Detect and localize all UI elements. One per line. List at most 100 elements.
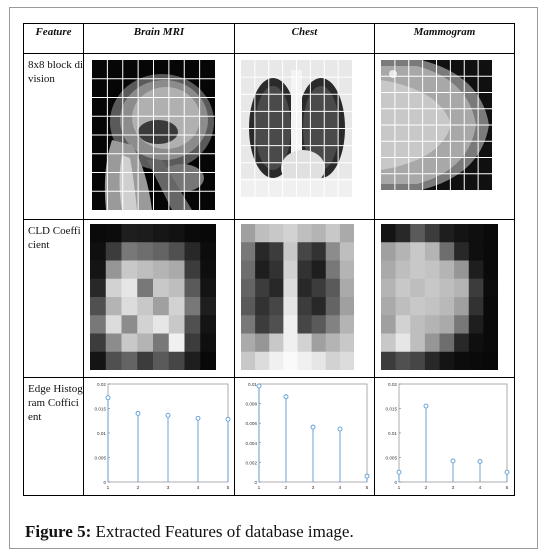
cld-block (297, 224, 313, 243)
cld-block (121, 224, 138, 243)
cld-block (325, 224, 341, 243)
y-tick-label: 0.005 (95, 456, 107, 461)
cld-block (439, 351, 455, 370)
cld-block (269, 278, 284, 298)
x-tick-label: 1 (258, 485, 261, 491)
y-tick-label: 0.004 (246, 441, 258, 446)
cld-block (468, 315, 484, 334)
cld-block (255, 278, 270, 298)
cld-block (241, 260, 256, 280)
cld-block (121, 297, 138, 316)
cld-block (90, 224, 107, 243)
cld-block (184, 224, 201, 243)
cld-block (184, 242, 201, 261)
cld-block (311, 351, 327, 370)
cld-block (381, 297, 397, 316)
cld-block (424, 297, 440, 316)
cld-block (297, 278, 313, 298)
x-tick-label: 3 (312, 485, 315, 491)
cld-block (283, 333, 298, 353)
cld-block (454, 260, 470, 280)
x-tick-label: 4 (339, 485, 342, 491)
cld-block (395, 278, 411, 298)
stem-marker (105, 395, 111, 401)
cld-block (424, 315, 440, 334)
x-tick-label: 3 (167, 485, 170, 491)
cld-block (439, 315, 455, 334)
cld-block (241, 315, 256, 334)
cld-block (424, 278, 440, 298)
caption-prefix: Figure 5: (25, 522, 92, 541)
cld-block (339, 297, 354, 316)
cld-block (153, 315, 170, 334)
cld-block (454, 333, 470, 353)
cld-block (454, 278, 470, 298)
stem-marker (225, 416, 231, 422)
cld-block (483, 315, 498, 334)
cld-block (168, 351, 185, 370)
row-label-block-division: 8x8 block division (23, 53, 84, 220)
cld-block (424, 224, 440, 243)
cld-block (410, 242, 426, 261)
cld-block (395, 242, 411, 261)
cld-block (121, 333, 138, 353)
cld-block (105, 351, 122, 370)
cld-block (454, 351, 470, 370)
cld-block (137, 260, 154, 280)
stem-marker (450, 458, 456, 464)
cld-block (297, 351, 313, 370)
cld-block (381, 278, 397, 298)
cld-block (483, 260, 498, 280)
x-tick-label: 2 (137, 485, 140, 491)
cld-block (339, 260, 354, 280)
cld-block (410, 297, 426, 316)
cld-block (468, 297, 484, 316)
cld-block (200, 242, 216, 261)
cld-block (137, 333, 154, 353)
caption-text: Extracted Features of database image. (91, 522, 354, 541)
cld-block (241, 278, 256, 298)
cld-block (468, 333, 484, 353)
cld-block (297, 242, 313, 261)
cld-block (269, 224, 284, 243)
cld-block (395, 315, 411, 334)
y-tick-label: 0 (254, 480, 257, 485)
cld-block (200, 297, 216, 316)
cld-block (105, 297, 122, 316)
cld-block (381, 260, 397, 280)
cld-block (200, 315, 216, 334)
mammogram-grid-overlay (381, 60, 492, 190)
figure-caption: Figure 5: Extracted Features of database… (25, 522, 354, 542)
cld-block (255, 224, 270, 243)
stem-marker (283, 394, 289, 400)
cld-block (168, 224, 185, 243)
y-tick-label: 0.01 (388, 431, 397, 436)
y-tick-label: 0.005 (386, 456, 398, 461)
cld-block (90, 278, 107, 298)
cell-chest-blocks (234, 53, 375, 220)
cld-block (297, 333, 313, 353)
mammogram-cld-mosaic (381, 224, 498, 370)
stem-marker (396, 469, 402, 475)
cld-block (283, 351, 298, 370)
x-tick-label: 5 (366, 485, 369, 491)
cld-block (381, 242, 397, 261)
cld-block (311, 224, 327, 243)
cld-block (90, 242, 107, 261)
cld-block (90, 315, 107, 334)
figure-frame (9, 7, 538, 549)
cell-mammogram-blocks (374, 53, 515, 220)
cld-block (311, 297, 327, 316)
cld-block (184, 278, 201, 298)
x-tick-label: 2 (425, 485, 428, 491)
cld-block (283, 242, 298, 261)
cld-block (454, 297, 470, 316)
cld-block (468, 260, 484, 280)
cld-block (325, 278, 341, 298)
cld-block (137, 224, 154, 243)
cld-block (105, 224, 122, 243)
cld-block (90, 333, 107, 353)
